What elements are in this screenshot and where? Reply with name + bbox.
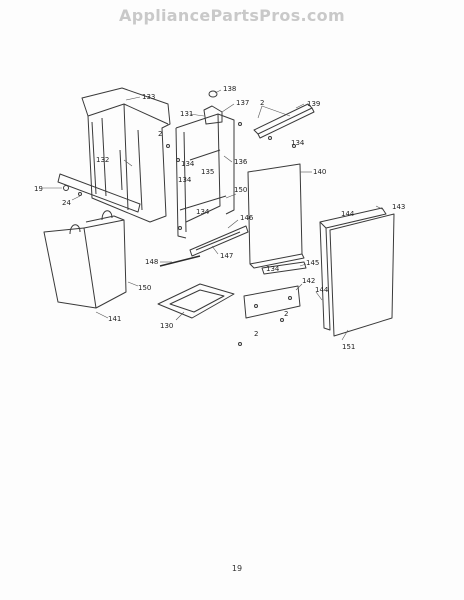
callout-135: 135 (201, 168, 214, 176)
page-number: 19 (231, 564, 243, 573)
callout-148: 148 (145, 258, 158, 266)
fasteners (63, 122, 296, 346)
part-130-tray (157, 283, 235, 319)
callout-2-a: 2 (260, 99, 264, 107)
callout-134-c: 134 (196, 208, 210, 216)
callout-150-b: 150 (138, 284, 151, 292)
callout-132: 132 (96, 156, 109, 164)
part-145-strip (261, 261, 307, 275)
callout-146: 146 (240, 214, 254, 222)
part-151-outer-door (329, 213, 395, 337)
leader-lines (43, 89, 385, 341)
callout-145: 145 (306, 259, 319, 267)
part-141-bin (43, 210, 127, 309)
callout-labels: 133 138 137 131 2 139 2 134 134 132 136 … (34, 85, 405, 351)
callout-24: 24 (62, 199, 71, 207)
callout-141: 141 (108, 315, 121, 323)
callout-144-b: 144 (315, 286, 329, 294)
watermark: AppliancePartsPros.com (119, 6, 345, 25)
part-143-door-trim (319, 207, 387, 331)
callout-144-a: 144 (341, 210, 355, 218)
callout-151: 151 (342, 343, 355, 351)
callout-140: 140 (313, 168, 326, 176)
callout-134-b: 134 (181, 160, 195, 168)
callout-137: 137 (236, 99, 249, 107)
part-147-channel (189, 225, 249, 257)
callout-130: 130 (160, 322, 173, 330)
part-139-top-rail (253, 103, 315, 139)
callout-131: 131 (180, 110, 193, 118)
callout-19: 19 (34, 185, 43, 193)
callout-133: 133 (142, 93, 155, 101)
callout-142: 142 (302, 277, 315, 285)
callout-2-b: 2 (158, 130, 162, 138)
callout-134-e: 134 (178, 176, 192, 184)
callout-139: 139 (307, 100, 320, 108)
part-138-cap (208, 90, 218, 98)
part-140-inner-panel (247, 163, 305, 269)
part-131-frame-bracket (175, 105, 235, 239)
part-133-cabinet-shell (57, 87, 171, 223)
part-148-rod (159, 255, 201, 267)
callout-138: 138 (223, 85, 236, 93)
callout-136: 136 (234, 158, 248, 166)
callout-2-d: 2 (254, 330, 258, 338)
callout-147: 147 (220, 252, 233, 260)
part-142-kick-plate (243, 285, 301, 319)
callout-150-a: 150 (234, 186, 247, 194)
callout-143: 143 (392, 203, 405, 211)
callout-2-c: 2 (284, 310, 288, 318)
callout-134-d: 134 (266, 265, 280, 273)
callout-134-a: 134 (291, 139, 305, 147)
